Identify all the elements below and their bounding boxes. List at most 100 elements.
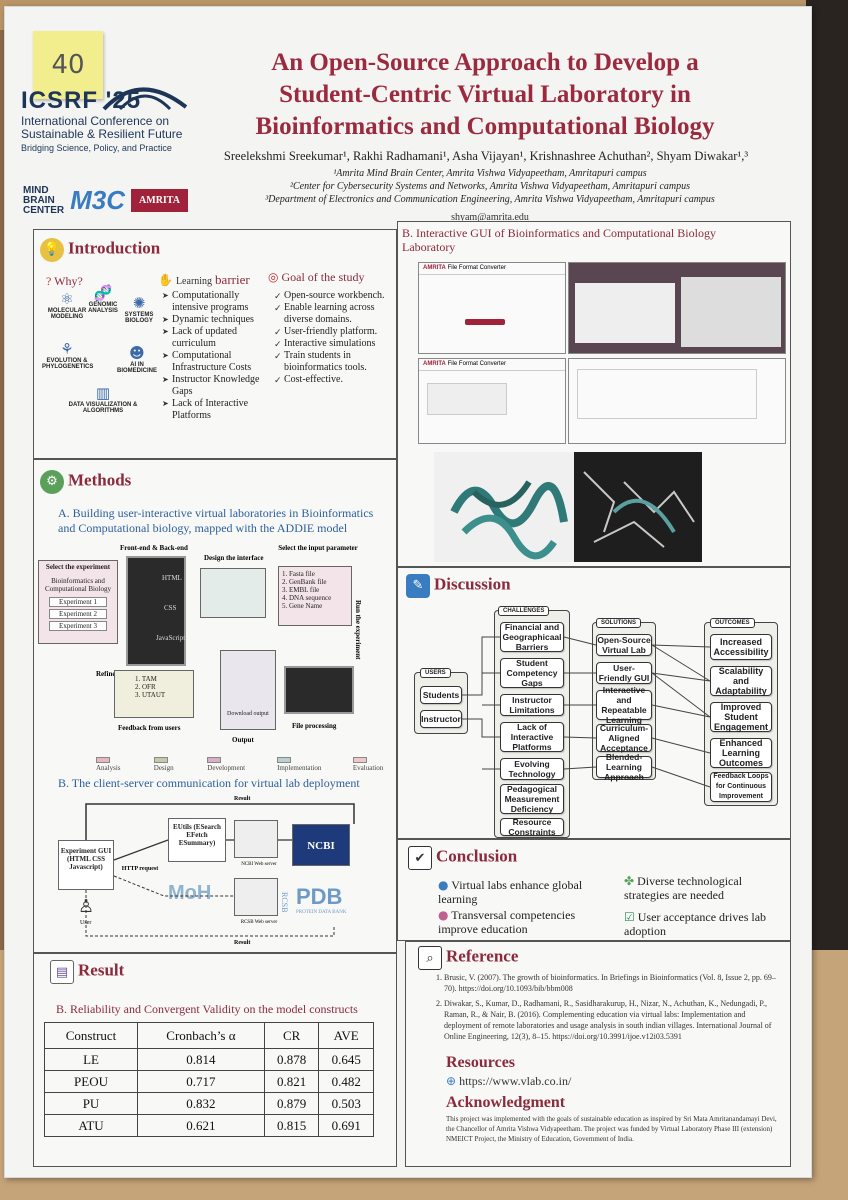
chart-icon: ▥ — [95, 384, 111, 402]
reference-item: Brusic, V. (2007). The growth of bioinfo… — [444, 972, 778, 994]
barrier-list: Computationally intensive programs Dynam… — [162, 290, 272, 422]
pdb-subtitle: PROTEIN DATA BANK — [296, 910, 347, 915]
discussion-section: ✎ Discussion USERS Students Instructor C… — [397, 567, 791, 839]
puzzle-icon: ✤ — [624, 874, 635, 888]
outcome-3: Improved Student Engagement — [710, 702, 772, 732]
table-row: PEOU 0.717 0.821 0.482 — [43, 1070, 374, 1093]
report-icon: ▤ — [50, 960, 74, 984]
gui-screen3-header: AMRITA File Format Converter — [419, 359, 565, 371]
rcsb-server-icon — [234, 878, 278, 916]
methods-section: ⚙ Methods A. Building user-interactive v… — [33, 459, 397, 953]
goal-heading: ◎ Goal of the study — [268, 270, 365, 284]
column-header: CR — [263, 1022, 320, 1049]
conclusion-section: ✔ Conclusion ● Virtual labs enhance glob… — [397, 839, 791, 941]
http-label: HTTP request — [121, 866, 159, 872]
checklist-icon: ✔ — [408, 846, 432, 870]
molecular-modeling: ⚛MOLECULAR MODELING — [42, 290, 92, 320]
solution-1: Open-Source Virtual Lab — [596, 634, 652, 656]
table-cell: 0.717 — [137, 1070, 265, 1093]
table-cell: 0.645 — [318, 1048, 374, 1071]
introduction-header: 💡 Introduction — [40, 238, 160, 262]
interface-box — [200, 568, 266, 618]
hand-icon: ✋ — [158, 273, 173, 287]
conference-logo-arc — [102, 87, 188, 111]
gui-screenshot-2 — [568, 262, 786, 354]
systems-biology: ✺SYSTEMS BIOLOGY — [114, 294, 164, 324]
reliability-table: Construct Cronbach’s α CR AVE LE 0.814 0… — [43, 1022, 374, 1137]
ncbi-server-icon — [234, 820, 278, 858]
gui-screen1-header: AMRITA File Format Converter — [419, 263, 565, 275]
introduction-title: Introduction — [68, 238, 161, 258]
table-cell: LE — [43, 1048, 139, 1071]
table-cell: 0.832 — [137, 1092, 265, 1115]
table-cell: ATU — [43, 1114, 139, 1137]
table-row: LE 0.814 0.878 0.645 — [43, 1048, 374, 1071]
gui-screenshot-1: AMRITA File Format Converter — [418, 262, 566, 354]
result-bottom-label: Result — [234, 940, 251, 946]
table-row: PU 0.832 0.879 0.503 — [43, 1092, 374, 1115]
methods-subtitle-a: A. Building user-interactive virtual lab… — [58, 506, 374, 535]
ai-head-icon: ☻ — [129, 344, 145, 362]
ncbi-logo: NCBI — [292, 824, 350, 866]
challenge-6: Pedagogical Measurement Deficiency — [500, 784, 564, 814]
resource-link[interactable]: ⊕ https://www.vlab.co.in/ — [446, 1074, 572, 1088]
gui-dialog-2 — [681, 277, 781, 347]
methods-title: Methods — [68, 470, 132, 490]
question-icon: ? — [46, 274, 52, 288]
contact-email: shyam@amrita.edu — [451, 212, 529, 223]
sticky-note: 40 — [33, 31, 103, 99]
conference-name: ICSRF '25 — [21, 87, 142, 114]
acknowledgment-title: Acknowledgment — [446, 1094, 566, 1111]
addie-flow-diagram: Front-end & Back-end Select the experime… — [34, 540, 398, 770]
authors: Sreelekshmi Sreekumar¹, Rakhi Radhamani¹… — [223, 149, 749, 163]
globe-icon: ⊕ — [446, 1074, 457, 1088]
input-parameter-box: 1. Fasta file 2. GenBank file 3. EMBL fi… — [278, 566, 352, 626]
challenge-5: Evolving Technology — [500, 758, 564, 780]
select-experiment-box: Select the experiment Bioinformatics and… — [38, 560, 118, 644]
gui-convert-button-1[interactable] — [465, 319, 505, 325]
legend-design: Design — [153, 756, 188, 772]
challenge-3: Instructor Limitations — [500, 694, 564, 716]
poster: 40 ICSRF '25 International Conference on… — [4, 6, 812, 1178]
client-server-arrows — [85, 803, 355, 937]
moh-logo: MoH — [168, 882, 212, 904]
code-stack: HTML CSS JavaScript — [126, 556, 186, 666]
outcome-2: Scalability and Adaptability — [710, 666, 772, 696]
gui-screenshot-4 — [568, 358, 786, 444]
discussion-header: ✎ Discussion — [406, 574, 511, 598]
solution-2: User-Friendly GUI — [596, 662, 652, 684]
amrita-logo: AMRITA — [131, 189, 188, 212]
reference-list: Brusic, V. (2007). The growth of bioinfo… — [428, 972, 778, 1046]
users-students: Students — [420, 686, 462, 704]
methods-header: ⚙ Methods — [40, 470, 131, 494]
book-search-icon: ⌕ — [418, 946, 442, 970]
why-icons: ⚛MOLECULAR MODELING 🧬GENOMIC ANALYSIS ✺S… — [42, 284, 158, 424]
result-title: Result — [78, 960, 125, 980]
table-cell: 0.814 — [137, 1048, 265, 1071]
gui-screenshot-3: AMRITA File Format Converter — [418, 358, 566, 444]
experiment-gui-box: Experiment GUI (HTML CSS Javascript) — [58, 840, 114, 890]
chat-icon: ✎ — [406, 574, 430, 598]
table-header-row: Construct Cronbach’s α CR AVE — [43, 1022, 374, 1049]
column-header: Construct — [43, 1022, 139, 1049]
legend-implementation: Implementation — [277, 756, 333, 772]
outcomes-header: OUTCOMES — [710, 618, 755, 628]
dna-icon: 🧬 — [93, 284, 113, 302]
table-cell: PU — [43, 1092, 139, 1115]
gui-dialog-1 — [575, 283, 675, 343]
gui-title: B. Interactive GUI of Bioinformatics and… — [402, 226, 716, 254]
conference-tagline: Bridging Science, Policy, and Practice — [21, 143, 172, 153]
reference-title: Reference — [446, 946, 519, 966]
users-instructor: Instructor — [420, 710, 462, 728]
acknowledgment-text: This project was implemented with the go… — [446, 1115, 777, 1143]
solutions-header: SOLUTIONS — [596, 618, 642, 628]
reference-section: ⌕ Reference Brusic, V. (2007). The growt… — [405, 941, 791, 1167]
conference-logo: ICSRF '25 International Conference on Su… — [21, 87, 211, 153]
check-icon: ☑ — [624, 910, 635, 924]
table-cell: PEOU — [43, 1070, 139, 1093]
solution-5: Blended-Learning Approach — [596, 752, 652, 782]
outcome-1: Increased Accessibility — [710, 634, 772, 660]
refinement-label: Refinement — [96, 670, 131, 678]
